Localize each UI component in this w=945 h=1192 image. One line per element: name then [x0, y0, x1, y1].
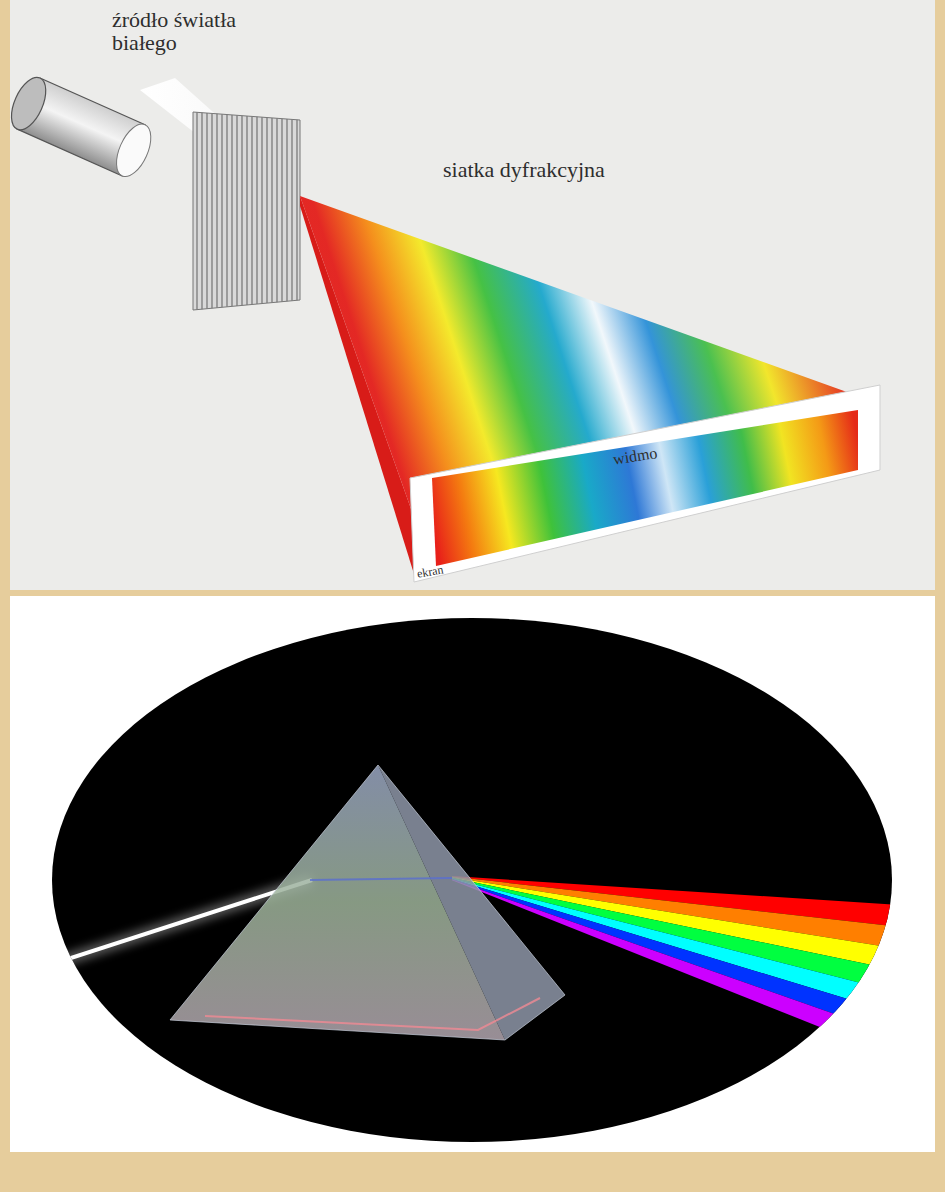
grating-line	[226, 115, 227, 307]
grating-line	[276, 118, 277, 302]
grating-line	[206, 113, 207, 309]
grating-line	[211, 113, 212, 308]
prism	[170, 765, 565, 1040]
grating-line	[216, 114, 217, 308]
grating-line	[271, 118, 272, 303]
diffraction-grating	[193, 112, 300, 310]
spectrum-strip	[432, 410, 858, 566]
black-ellipse	[52, 618, 892, 1142]
grating-line	[201, 113, 202, 309]
screen	[410, 385, 880, 582]
bottom-panel	[10, 596, 935, 1152]
grating-label: siatka dyfrakcyjna	[443, 158, 633, 181]
grating-line	[286, 119, 287, 301]
grating-line	[281, 119, 282, 302]
grating-line	[266, 118, 267, 304]
grating-line	[241, 116, 242, 306]
light-source	[4, 72, 157, 181]
grating-line	[196, 112, 197, 309]
grating-line	[261, 117, 262, 303]
grating-line	[231, 115, 232, 306]
light-source-label: źródło światła białego	[112, 8, 282, 54]
grating-line	[236, 115, 237, 306]
grating-line	[291, 119, 292, 300]
grating-line	[256, 117, 257, 304]
grating-line	[251, 116, 252, 304]
grating-line	[246, 116, 247, 305]
spectrum-fan	[300, 196, 858, 568]
screen-label: ekran	[416, 563, 444, 580]
top-panel	[10, 0, 935, 590]
grating-line	[221, 114, 222, 307]
spectrum-label: widmo	[612, 445, 659, 469]
grating-line	[296, 120, 297, 301]
